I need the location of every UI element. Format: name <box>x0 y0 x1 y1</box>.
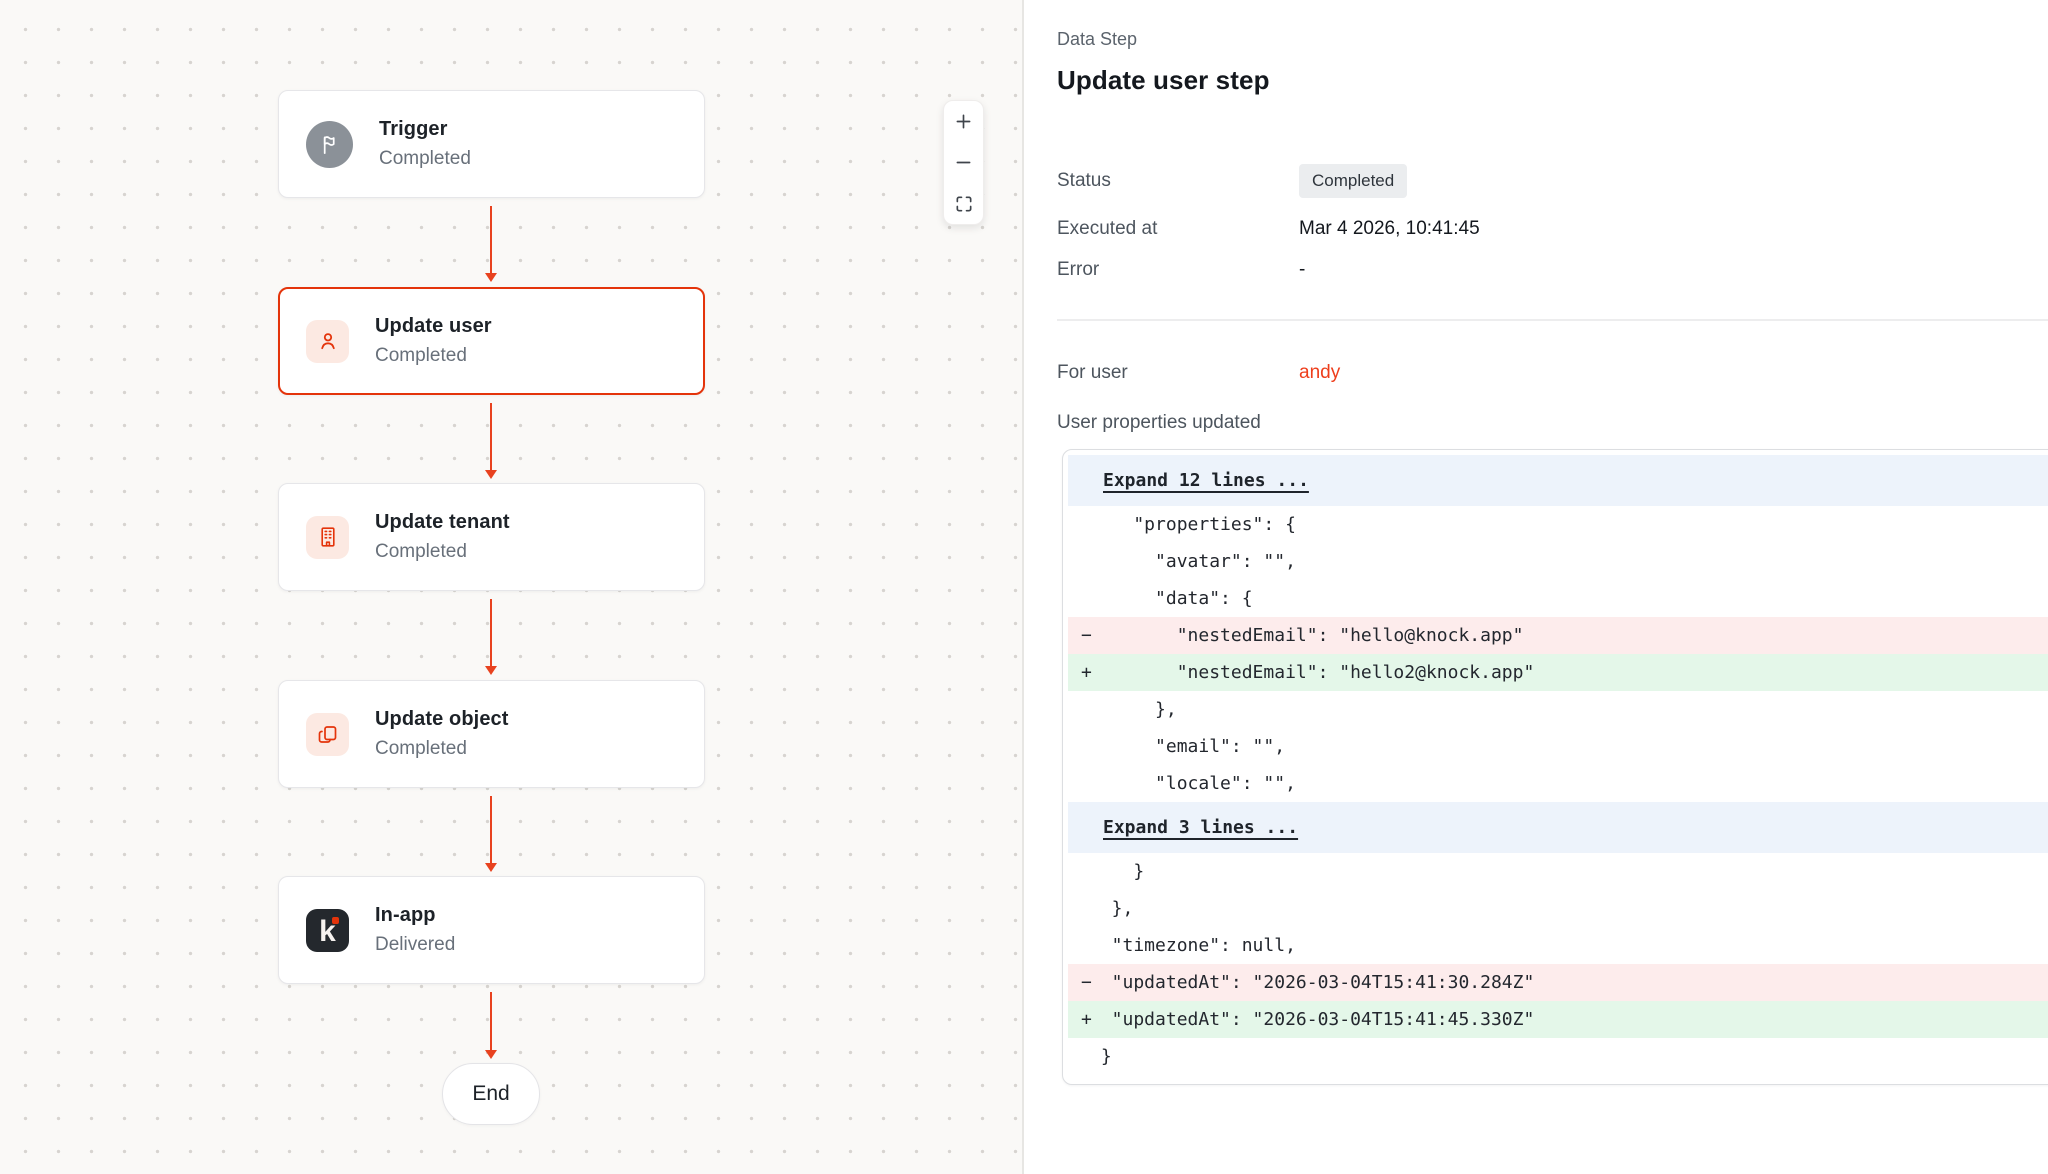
status-label: Status <box>1057 169 1111 191</box>
knock-logo-dot <box>332 916 339 924</box>
workflow-canvas[interactable]: Trigger Completed Update user Completed <box>0 0 1024 1174</box>
error-value: - <box>1299 259 1306 280</box>
page-title: Update user step <box>1057 65 1270 95</box>
section-divider <box>1057 319 2048 321</box>
canvas-zoom-controls <box>943 100 984 225</box>
node-update-object[interactable]: Update object Completed <box>278 680 705 788</box>
node-update-tenant[interactable]: Update tenant Completed <box>278 483 705 591</box>
step-meta: Status Completed Executed at Mar 4 2026,… <box>1057 162 2048 281</box>
node-status: Completed <box>375 541 467 562</box>
end-node: End <box>442 1063 540 1125</box>
node-in-app[interactable]: k In-app Delivered <box>278 876 705 984</box>
edge-arrow <box>484 403 498 479</box>
for-user-row: For user andy <box>1057 362 2048 384</box>
fit-view-button[interactable] <box>943 184 984 224</box>
for-user-label: For user <box>1057 362 1128 383</box>
fit-view-icon <box>956 196 971 211</box>
edge-arrow <box>484 206 498 282</box>
copy-icon <box>306 712 349 756</box>
zoom-out-button[interactable] <box>943 143 984 183</box>
node-title: Update user <box>375 315 492 337</box>
status-badge: Completed <box>1299 163 1408 198</box>
executed-at-value: Mar 4 2026, 10:41:45 <box>1299 218 1480 239</box>
executed-at-label: Executed at <box>1057 218 1158 239</box>
user-icon <box>306 319 349 363</box>
node-title: Trigger <box>379 118 448 140</box>
knock-logo-icon: k <box>306 908 349 952</box>
properties-diff-block: Expand 12 lines ... "properties": { "ava… <box>1062 449 2048 1085</box>
diff-line: } <box>1090 1046 1112 1067</box>
node-trigger[interactable]: Trigger Completed <box>278 90 705 198</box>
edge-arrow <box>484 599 498 675</box>
node-status: Completed <box>375 738 467 759</box>
diff-section-title: User properties updated <box>1057 412 1261 433</box>
flag-icon <box>306 120 353 168</box>
node-update-user[interactable]: Update user Completed <box>278 287 705 395</box>
node-status: Completed <box>379 148 471 169</box>
expand-lines-link[interactable]: Expand 3 lines ... <box>1068 802 2048 853</box>
zoom-in-button[interactable] <box>943 102 984 142</box>
diff-line: "data": { <box>1090 588 1253 609</box>
error-label: Error <box>1057 259 1100 280</box>
end-label: End <box>472 1082 510 1105</box>
node-status: Completed <box>375 345 467 366</box>
diff-line: } <box>1090 861 1145 882</box>
diff-line-added: + "updatedAt": "2026-03-04T15:41:45.330Z… <box>1068 1001 2048 1038</box>
status-row: Status Completed <box>1057 162 2048 199</box>
step-type-label: Data Step <box>1057 29 1138 49</box>
executed-at-row: Executed at Mar 4 2026, 10:41:45 <box>1057 218 2048 240</box>
edge-arrow <box>484 992 498 1059</box>
node-title: In-app <box>375 904 436 926</box>
diff-line-added: + "nestedEmail": "hello2@knock.app" <box>1068 654 2048 691</box>
error-row: Error - <box>1057 259 2048 281</box>
step-detail-panel: Data Step Update user step Status Comple… <box>1024 0 2048 1174</box>
node-status: Delivered <box>375 934 456 955</box>
diff-line: "locale": "", <box>1090 773 1296 794</box>
diff-line: }, <box>1090 699 1177 720</box>
expand-lines-link[interactable]: Expand 12 lines ... <box>1068 455 2048 506</box>
for-user-link[interactable]: andy <box>1299 362 1341 383</box>
diff-line: }, <box>1090 898 1134 919</box>
edge-arrow <box>484 796 498 872</box>
diff-line-removed: − "nestedEmail": "hello@knock.app" <box>1068 617 2048 654</box>
plus-icon <box>956 114 971 129</box>
building-icon <box>306 515 349 559</box>
diff-line: "email": "", <box>1090 736 1286 757</box>
diff-line: "avatar": "", <box>1090 551 1296 572</box>
diff-line: "timezone": null, <box>1090 935 1296 956</box>
node-title: Update object <box>375 708 509 730</box>
diff-line: "properties": { <box>1090 514 1296 535</box>
node-title: Update tenant <box>375 511 510 533</box>
diff-line-removed: − "updatedAt": "2026-03-04T15:41:30.284Z… <box>1068 964 2048 1001</box>
minus-icon <box>956 161 971 164</box>
knock-logo-letter: k <box>319 914 336 948</box>
